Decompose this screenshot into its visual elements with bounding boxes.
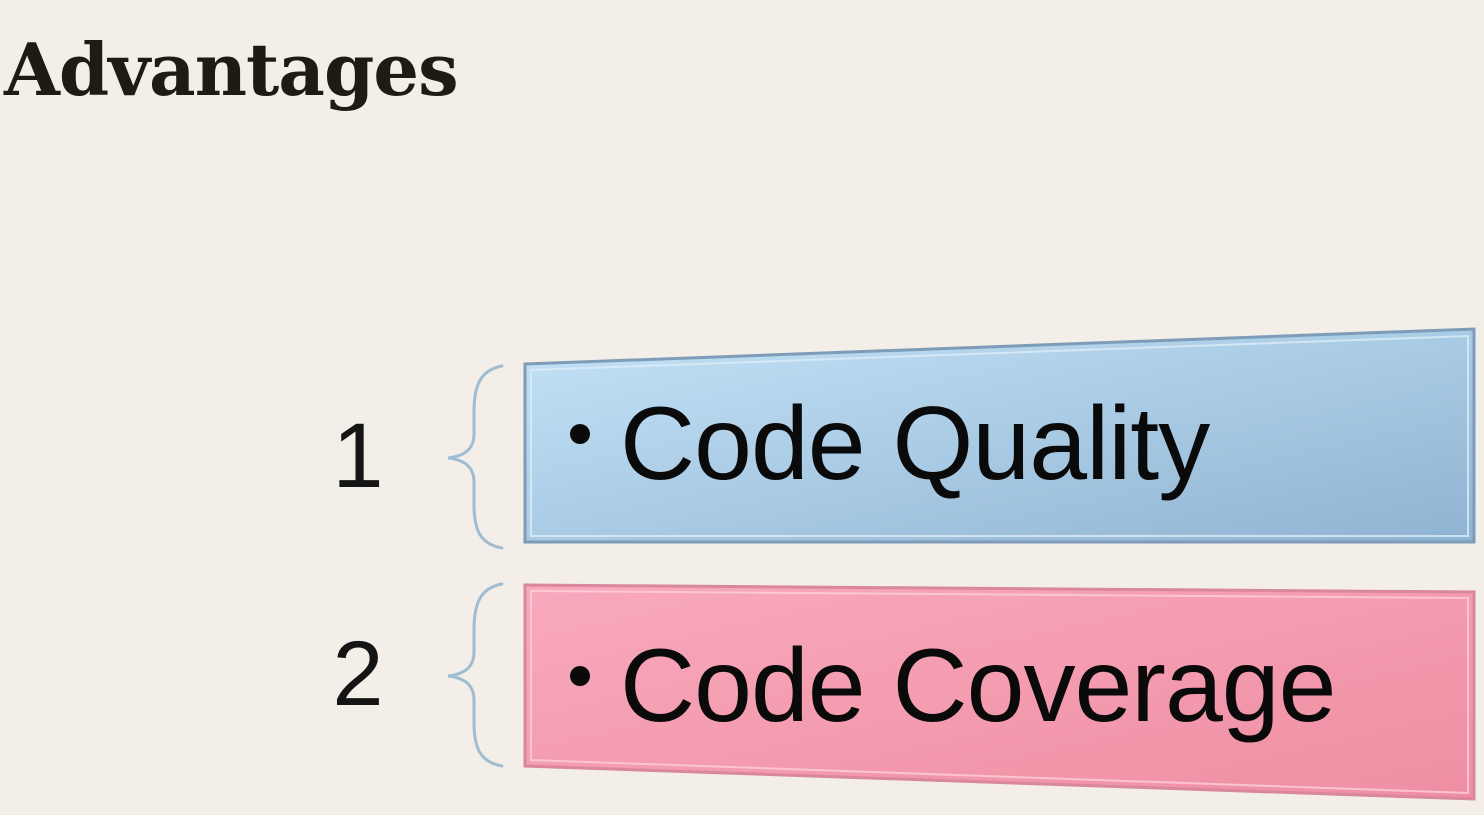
- bullet-icon: [570, 423, 590, 444]
- item-number-1: 1: [332, 405, 384, 507]
- brace-icon: [447, 582, 504, 768]
- bullet-icon: [570, 665, 590, 686]
- item-box-shape: [523, 327, 1476, 544]
- slide-title: Advantages: [4, 27, 459, 112]
- item-label-text-2: Code Coverage: [620, 628, 1336, 744]
- item-number-2: 2: [332, 623, 384, 725]
- item-box-code-coverage: Code Coverage: [522, 582, 1480, 802]
- item-label-2: Code Coverage: [570, 634, 1336, 738]
- item-box-shape: [523, 583, 1476, 801]
- item-label-text-1: Code Quality: [620, 386, 1210, 502]
- item-label-1: Code Quality: [570, 392, 1210, 496]
- brace-icon: [447, 364, 504, 550]
- item-box-code-quality: Code Quality: [522, 326, 1480, 546]
